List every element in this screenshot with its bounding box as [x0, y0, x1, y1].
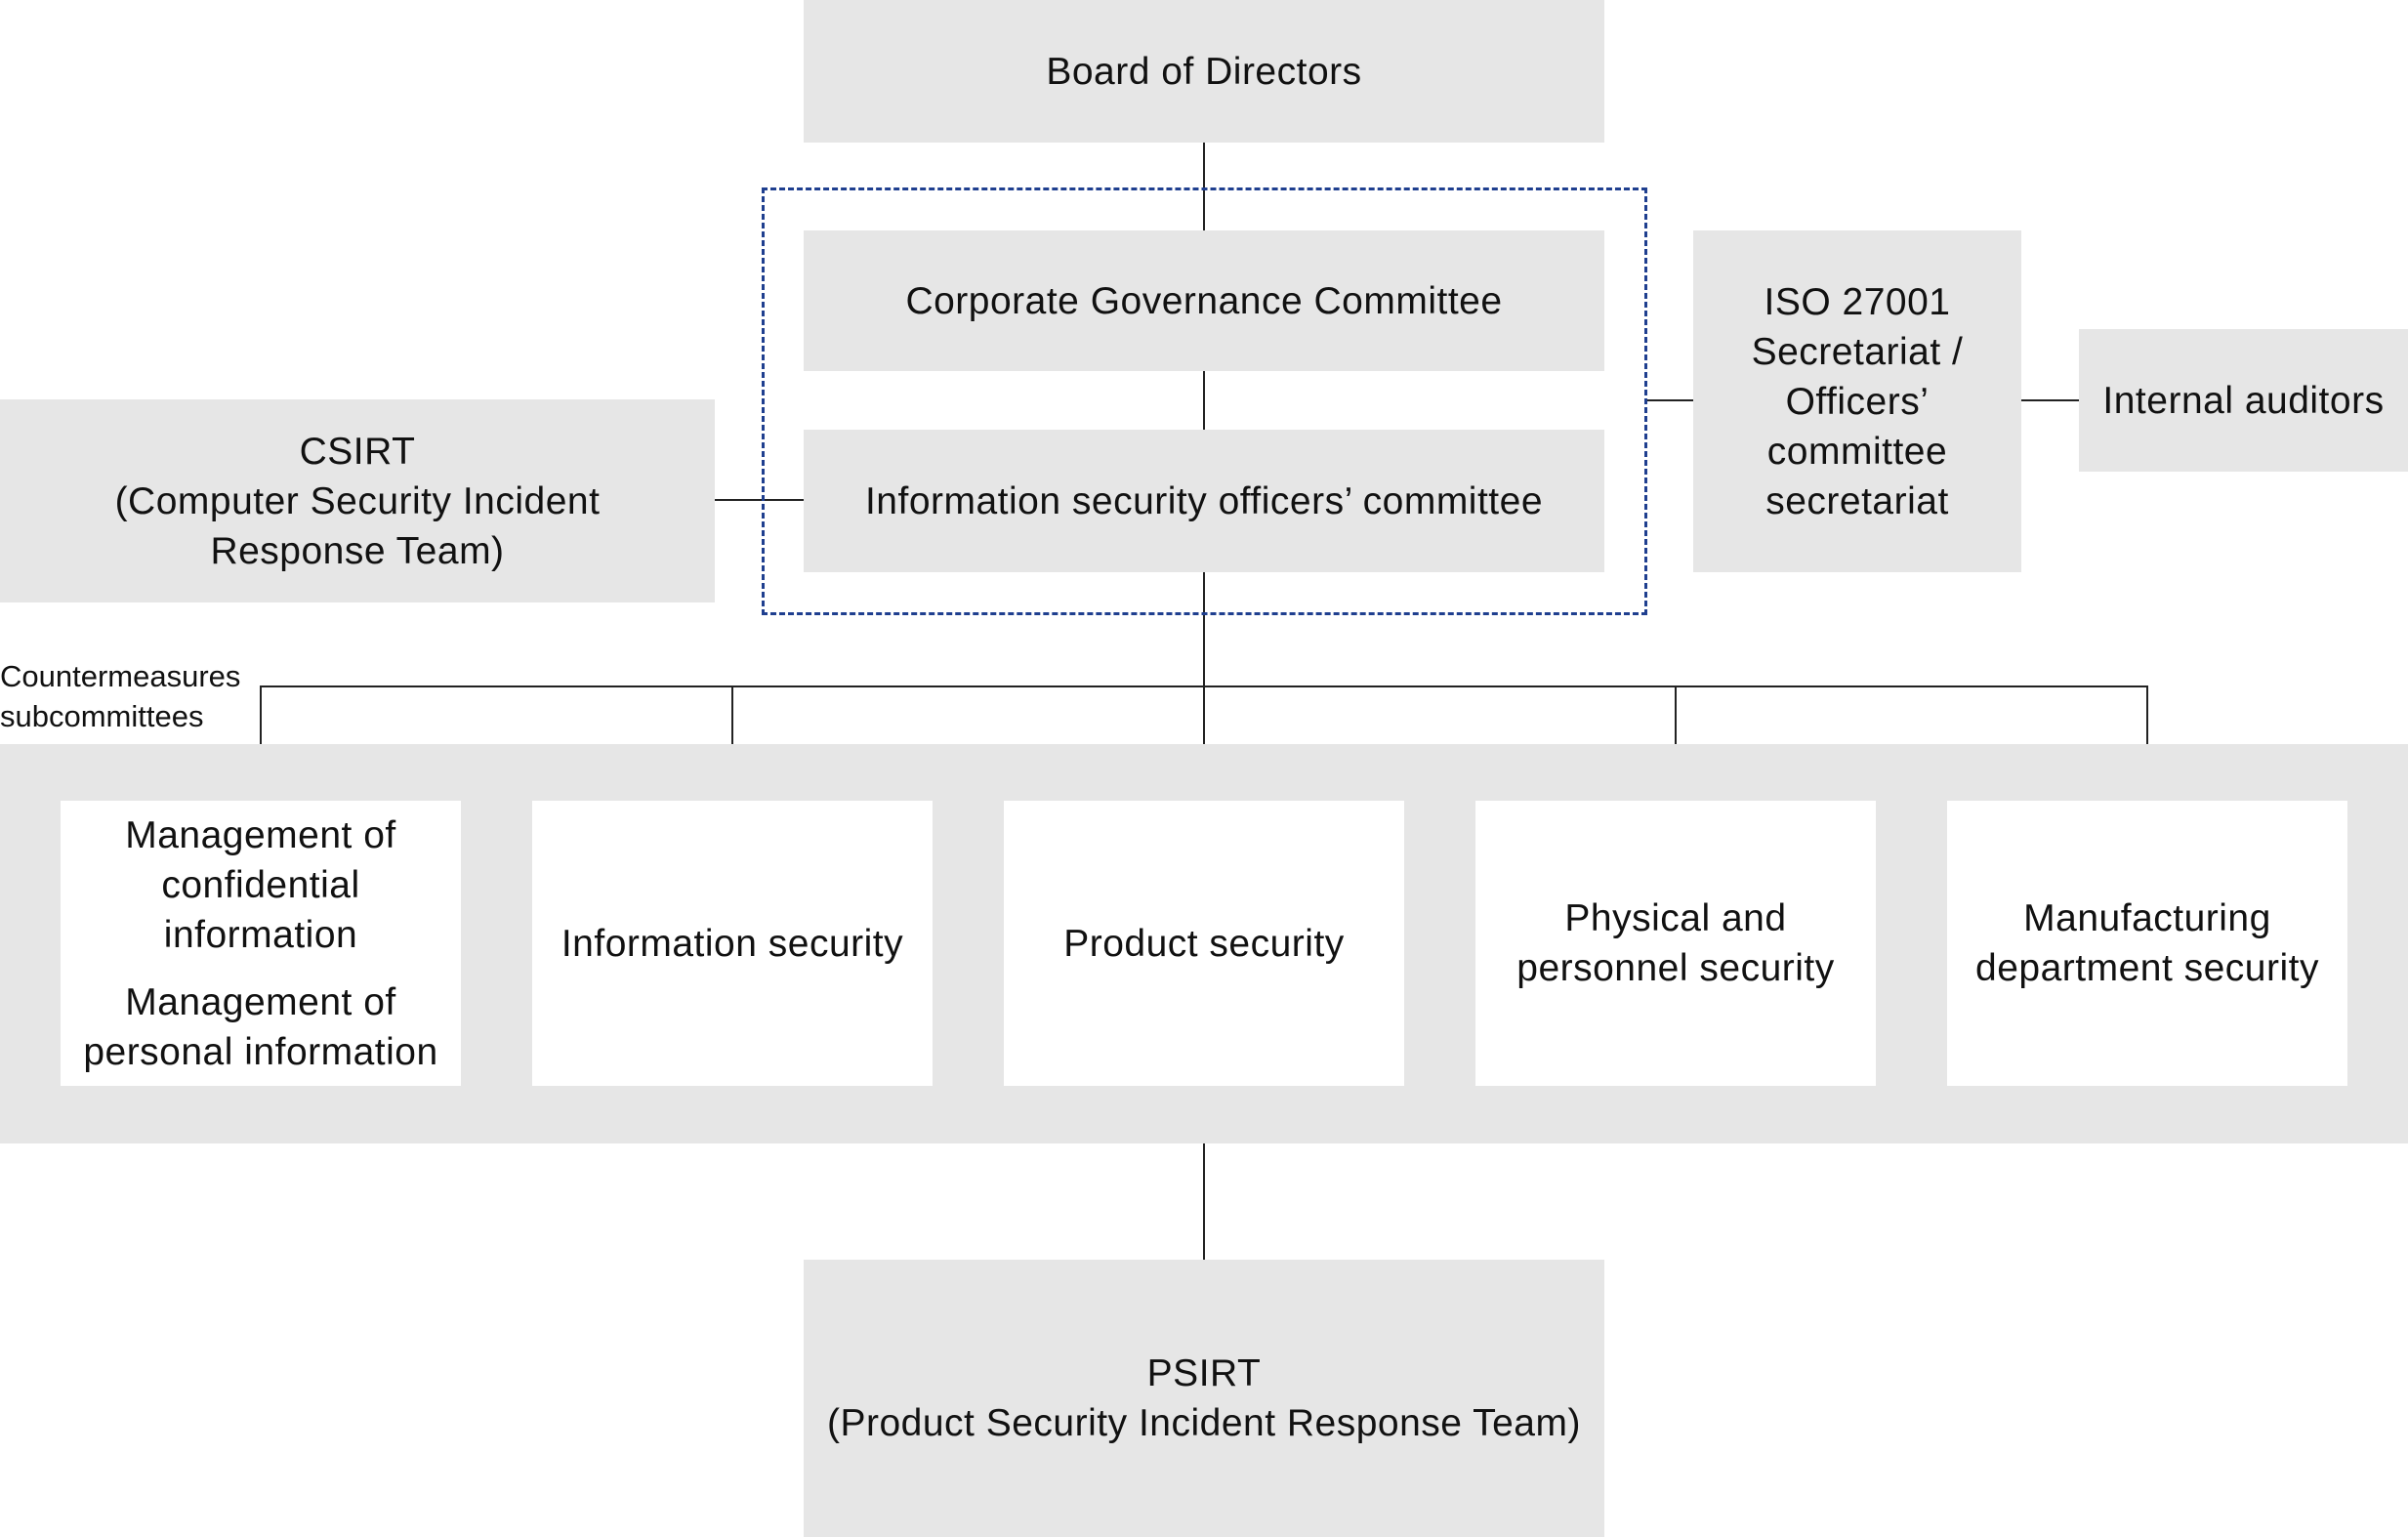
- connector-sub-2: [731, 685, 733, 801]
- committees-highlight-frame: [762, 187, 1647, 615]
- subcommittee-physical-personnel-security: Physical and personnel security: [1475, 801, 1876, 1086]
- csirt-line-3: Response Team): [210, 529, 505, 572]
- subcommittee-manufacturing-department-security: Manufacturing department security: [1947, 801, 2347, 1086]
- subcommittee-confidential-personal-info: Management of confidential information M…: [61, 801, 461, 1086]
- psirt-line-1: PSIRT: [1146, 1352, 1262, 1394]
- information-security-officers-committee-box: Information security officers’ committee: [804, 430, 1604, 572]
- sub1-line-5: personal information: [83, 1030, 438, 1073]
- csirt-line-1: CSIRT: [299, 430, 416, 473]
- sub2-line-1: Information security: [560, 922, 904, 965]
- iso-line-1: ISO 27001: [1764, 280, 1951, 323]
- internal-auditors-label: Internal auditors: [2102, 379, 2385, 422]
- iso-line-3: Officers’: [1785, 380, 1930, 423]
- information-security-officers-committee-label: Information security officers’ committee: [864, 479, 1544, 522]
- connector-governance-officers: [1203, 371, 1205, 430]
- iso-line-2: Secretariat /: [1751, 330, 1964, 373]
- sub1-line-1: Management of: [125, 813, 396, 856]
- sub5-line-1: Manufacturing: [2023, 897, 2271, 939]
- subcommittee-information-security: Information security: [532, 801, 933, 1086]
- iso-27001-secretariat-box: ISO 27001 Secretariat / Officers’ commit…: [1693, 230, 2021, 572]
- board-of-directors-label: Board of Directors: [1046, 50, 1362, 93]
- connector-csirt-officers: [715, 499, 804, 501]
- connector-iso-auditors: [2021, 399, 2079, 401]
- sub4-line-2: personnel security: [1516, 947, 1835, 989]
- connector-sub-4: [1675, 685, 1677, 801]
- subcommittees-title-line-2: subcommittees: [0, 699, 204, 733]
- connector-board-governance: [1203, 143, 1205, 230]
- corporate-governance-committee-box: Corporate Governance Committee: [804, 230, 1604, 371]
- csirt-box: CSIRT (Computer Security Incident Respon…: [0, 399, 715, 602]
- sub1-line-3: information: [163, 913, 358, 956]
- connector-sub-1: [260, 685, 262, 801]
- subcommittees-title-line-1: Countermeasures: [0, 659, 241, 693]
- iso-line-5: secretariat: [1765, 479, 1949, 522]
- sub1-line-2: confidential: [161, 863, 360, 906]
- sub4-line-1: Physical and: [1564, 897, 1787, 939]
- connector-product-psirt: [1203, 1086, 1205, 1260]
- psirt-box: PSIRT (Product Security Incident Respons…: [804, 1260, 1604, 1537]
- board-of-directors-box: Board of Directors: [804, 0, 1604, 143]
- internal-auditors-box: Internal auditors: [2079, 329, 2408, 472]
- sub3-line-1: Product security: [1063, 922, 1345, 965]
- psirt-line-2: (Product Security Incident Response Team…: [827, 1402, 1581, 1444]
- connector-sub-5: [2146, 685, 2148, 801]
- connector-iso-governance: [1647, 399, 1693, 401]
- iso-line-4: committee: [1766, 430, 1948, 473]
- subcommittees-title: Countermeasures: [0, 656, 240, 696]
- subcommittee-product-security: Product security: [1004, 801, 1404, 1086]
- connector-subcommittee-bar: [260, 685, 2148, 687]
- corporate-governance-committee-label: Corporate Governance Committee: [905, 279, 1503, 322]
- subcommittees-title-2: subcommittees: [0, 696, 203, 736]
- sub1-line-4: Management of: [125, 980, 396, 1023]
- csirt-line-2: (Computer Security Incident: [114, 479, 601, 522]
- sub5-line-2: department security: [1975, 947, 2319, 989]
